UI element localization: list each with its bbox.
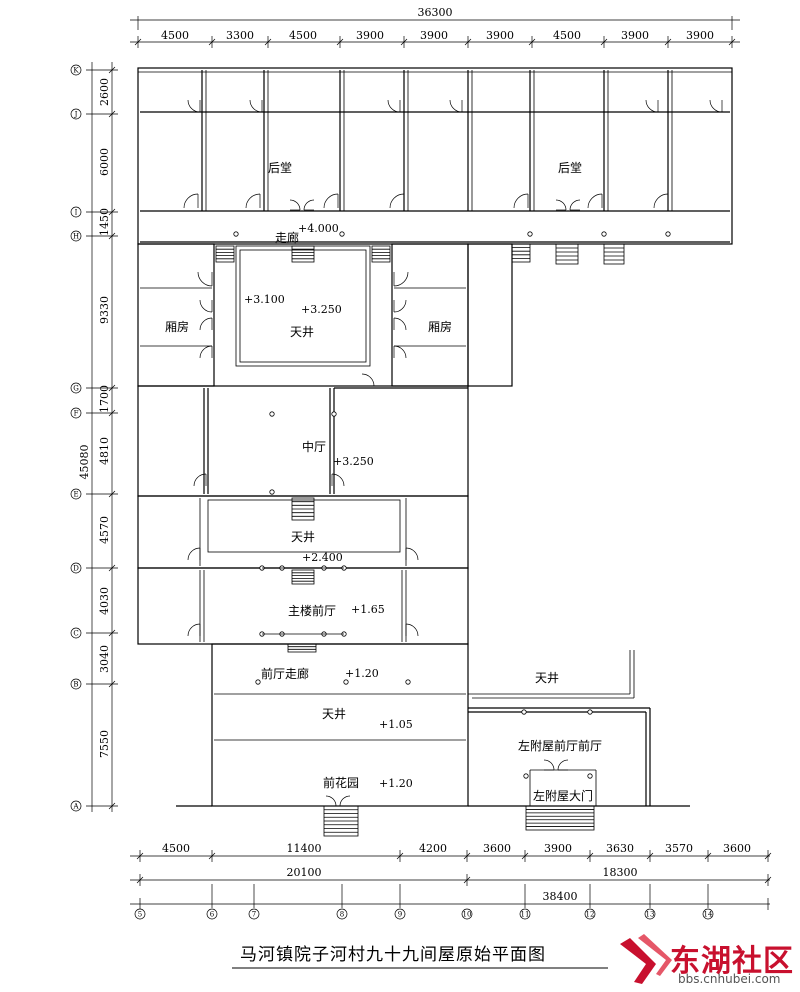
axis-row-E: E bbox=[73, 491, 78, 499]
label-front-hall: 主楼前厅 bbox=[288, 603, 336, 618]
label-corridor: 走廊 bbox=[275, 230, 299, 245]
label-wing-right: 厢房 bbox=[428, 319, 452, 334]
axis-row-C: C bbox=[73, 630, 78, 638]
dim-bottom-left-total: 20100 bbox=[287, 866, 322, 879]
top-dimension-chain: 36300 4500 3300 4500 3900 3900 3900 4500… bbox=[130, 6, 740, 48]
elev-front-corridor: +1.20 bbox=[345, 667, 379, 680]
axis-col-13: 13 bbox=[646, 911, 655, 919]
axis-col-7: 7 bbox=[252, 911, 256, 919]
elev-courtyard-middle: +2.400 bbox=[302, 551, 343, 564]
elev-front-garden: +1.20 bbox=[379, 777, 413, 790]
dim-left-seg-1: 2600 bbox=[98, 78, 111, 106]
label-courtyard-lower: 天井 bbox=[322, 707, 346, 721]
logo-name: 东湖社区 bbox=[670, 944, 794, 979]
drawing-title: 马河镇院子河村九十九间屋原始平面图 bbox=[240, 945, 546, 965]
elev-courtyard-lower: +1.05 bbox=[379, 718, 413, 731]
dim-left-seg-7: 4570 bbox=[98, 516, 111, 544]
dim-top-total: 36300 bbox=[418, 6, 453, 19]
dim-left-seg-10: 7550 bbox=[98, 730, 111, 758]
axis-row-H: H bbox=[73, 233, 79, 241]
elev-middle-hall: +3.250 bbox=[333, 455, 374, 468]
logo-url: bbs.cnhubei.com bbox=[678, 972, 781, 986]
label-courtyard-upper: 天井 bbox=[290, 325, 314, 339]
axis-row-B: B bbox=[73, 681, 78, 689]
label-front-corridor: 前厅走廊 bbox=[261, 666, 309, 681]
middle-courtyard bbox=[207, 499, 401, 553]
dim-left-seg-8: 4030 bbox=[98, 587, 111, 615]
axis-row-G: G bbox=[73, 385, 79, 393]
stairs bbox=[215, 243, 625, 837]
row-axis-markers: K J I H G F E D C B A bbox=[70, 64, 82, 812]
dim-top-seg-7: 4500 bbox=[553, 29, 581, 42]
dim-left-total: 45080 bbox=[78, 445, 91, 480]
dim-left-seg-4: 9330 bbox=[98, 296, 111, 324]
dim-top-seg-8: 3900 bbox=[621, 29, 649, 42]
room-labels: 后堂 后堂 走廊 厢房 厢房 天井 中厅 天井 主楼前厅 前厅走廊 天井 前花园… bbox=[165, 161, 602, 803]
elev-upper-left: +3.100 bbox=[244, 293, 285, 306]
elev-front-hall: +1.65 bbox=[351, 603, 385, 616]
red-arrow-logo-icon bbox=[620, 934, 672, 984]
dim-top-seg-4: 3900 bbox=[356, 29, 384, 42]
right-wing-block bbox=[391, 243, 469, 387]
dim-bottom-seg-3: 4200 bbox=[419, 842, 447, 855]
dim-top-seg-1: 4500 bbox=[161, 29, 189, 42]
site-logo[interactable]: 东湖社区 bbs.cnhubei.com bbox=[612, 932, 800, 992]
elev-corridor: +4.000 bbox=[298, 222, 339, 235]
dim-bottom-overall: 38400 bbox=[543, 890, 578, 903]
label-front-garden: 前花园 bbox=[323, 775, 359, 790]
label-wing-left: 厢房 bbox=[165, 319, 189, 334]
dim-top-seg-3: 4500 bbox=[289, 29, 317, 42]
dim-bottom-seg-8: 3600 bbox=[723, 842, 751, 855]
label-annex-gate: 左附屋大门 bbox=[533, 788, 593, 803]
dim-top-seg-6: 3900 bbox=[486, 29, 514, 42]
dim-bottom-seg-1: 4500 bbox=[162, 842, 190, 855]
label-middle-hall: 中厅 bbox=[302, 439, 326, 454]
axis-row-A: A bbox=[72, 803, 79, 811]
axis-col-8: 8 bbox=[340, 911, 344, 919]
axis-row-K: K bbox=[73, 67, 79, 75]
dim-left-seg-9: 3040 bbox=[98, 645, 111, 673]
left-wing-block bbox=[137, 243, 215, 387]
axis-row-I: I bbox=[75, 209, 78, 217]
label-annex-front-hall: 左附屋前厅前厅 bbox=[518, 738, 602, 753]
axis-col-9: 9 bbox=[398, 911, 402, 919]
dim-bottom-seg-5: 3900 bbox=[544, 842, 572, 855]
dim-top-seg-2: 3300 bbox=[226, 29, 254, 42]
axis-col-6: 6 bbox=[210, 911, 215, 919]
elevation-marks: +4.000 +3.100 +3.250 +3.250 +2.400 +1.65… bbox=[244, 222, 413, 790]
axis-col-14: 14 bbox=[704, 911, 713, 919]
axis-col-12: 12 bbox=[586, 911, 595, 919]
dim-left-seg-5: 1700 bbox=[98, 385, 111, 413]
label-courtyard-right: 天井 bbox=[535, 671, 559, 685]
axis-col-5: 5 bbox=[138, 911, 142, 919]
right-side-room bbox=[467, 243, 513, 387]
column-axis-markers: 5 6 7 8 9 10 11 12 13 14 bbox=[134, 908, 714, 920]
elev-upper-center: +3.250 bbox=[301, 303, 342, 316]
label-courtyard-middle: 天井 bbox=[291, 530, 315, 544]
dim-bottom-seg-7: 3570 bbox=[665, 842, 693, 855]
axis-row-J: J bbox=[74, 111, 78, 119]
dim-top-seg-9: 3900 bbox=[686, 29, 714, 42]
building-walls bbox=[137, 67, 733, 807]
dim-left-seg-2: 6000 bbox=[98, 148, 111, 176]
label-back-hall-left: 后堂 bbox=[268, 161, 292, 175]
dim-bottom-seg-2: 11400 bbox=[287, 842, 322, 855]
dim-bottom-seg-4: 3600 bbox=[483, 842, 511, 855]
doors bbox=[183, 99, 723, 807]
axis-row-F: F bbox=[74, 410, 79, 418]
columns bbox=[233, 231, 671, 779]
dim-bottom-right-total: 18300 bbox=[603, 866, 638, 879]
dim-left-seg-6: 4810 bbox=[98, 437, 111, 465]
label-back-hall-right: 后堂 bbox=[558, 161, 582, 175]
back-block-outline bbox=[137, 67, 733, 245]
axis-col-10: 10 bbox=[463, 911, 472, 919]
dim-left-seg-3: 1450 bbox=[98, 208, 111, 236]
axis-row-D: D bbox=[73, 565, 79, 573]
bottom-dimension-chain: 4500 11400 4200 3600 3900 3630 3570 3600… bbox=[130, 842, 772, 910]
dim-bottom-seg-6: 3630 bbox=[606, 842, 634, 855]
axis-col-11: 11 bbox=[521, 911, 530, 919]
left-dimension-chain: 45080 2600 6000 1450 9330 1700 4810 4570… bbox=[78, 62, 118, 812]
dim-top-seg-5: 3900 bbox=[420, 29, 448, 42]
